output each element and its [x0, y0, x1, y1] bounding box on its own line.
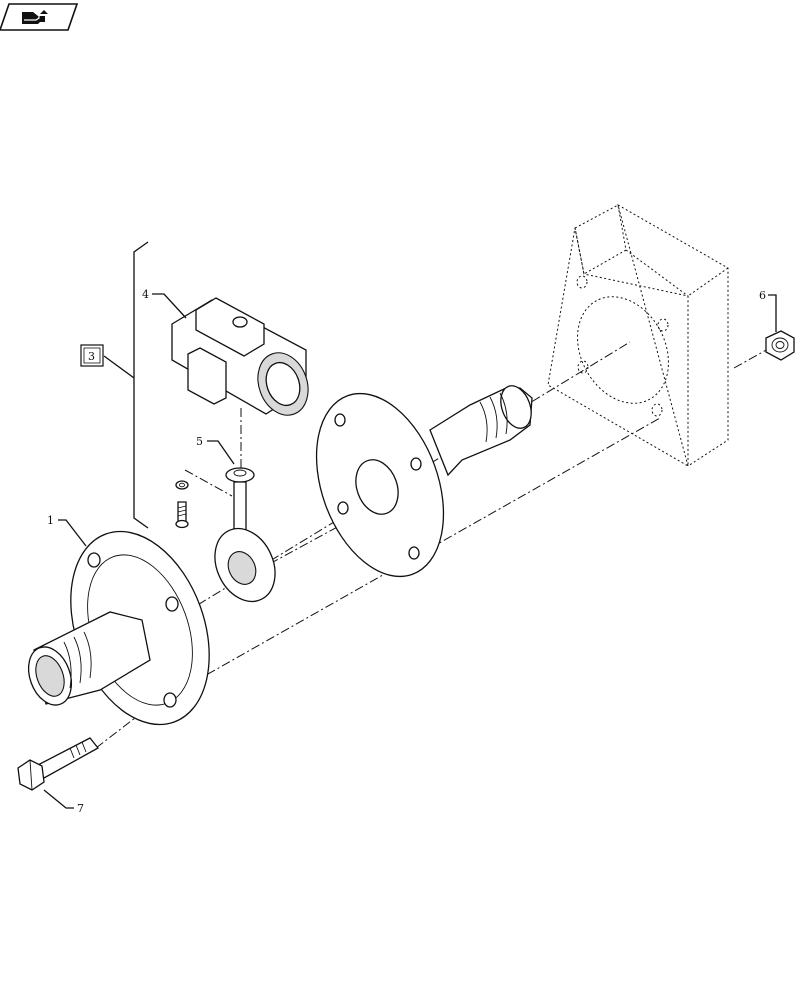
callout-5-label: 5 — [196, 435, 203, 448]
return-button[interactable] — [0, 3, 79, 31]
callout-7-label: 7 — [77, 802, 84, 815]
hex-nut — [765, 330, 795, 361]
callout-3-label: 3 — [88, 350, 95, 363]
grease-fitting — [214, 467, 276, 603]
callout-4-label: 4 — [142, 288, 149, 301]
callout-3-box: 3 — [80, 344, 104, 367]
callout-7: 7 — [77, 802, 84, 815]
callout-1: 1 — [47, 514, 54, 527]
clamp-block — [171, 297, 309, 416]
main-shaft-flange — [27, 530, 210, 726]
callout-1-label: 1 — [47, 514, 54, 527]
hex-bolt — [17, 737, 99, 791]
return-arrow-icon — [22, 10, 48, 24]
mounting-bracket — [547, 203, 729, 467]
kit-bracket — [103, 241, 149, 529]
callout-4: 4 — [142, 288, 149, 301]
small-screw — [175, 480, 189, 529]
callout-6: 6 — [759, 289, 766, 302]
stub-shaft-flange — [315, 385, 533, 578]
callout-6-label: 6 — [759, 289, 766, 302]
callout-leaders — [43, 293, 777, 809]
callout-5: 5 — [196, 435, 203, 448]
